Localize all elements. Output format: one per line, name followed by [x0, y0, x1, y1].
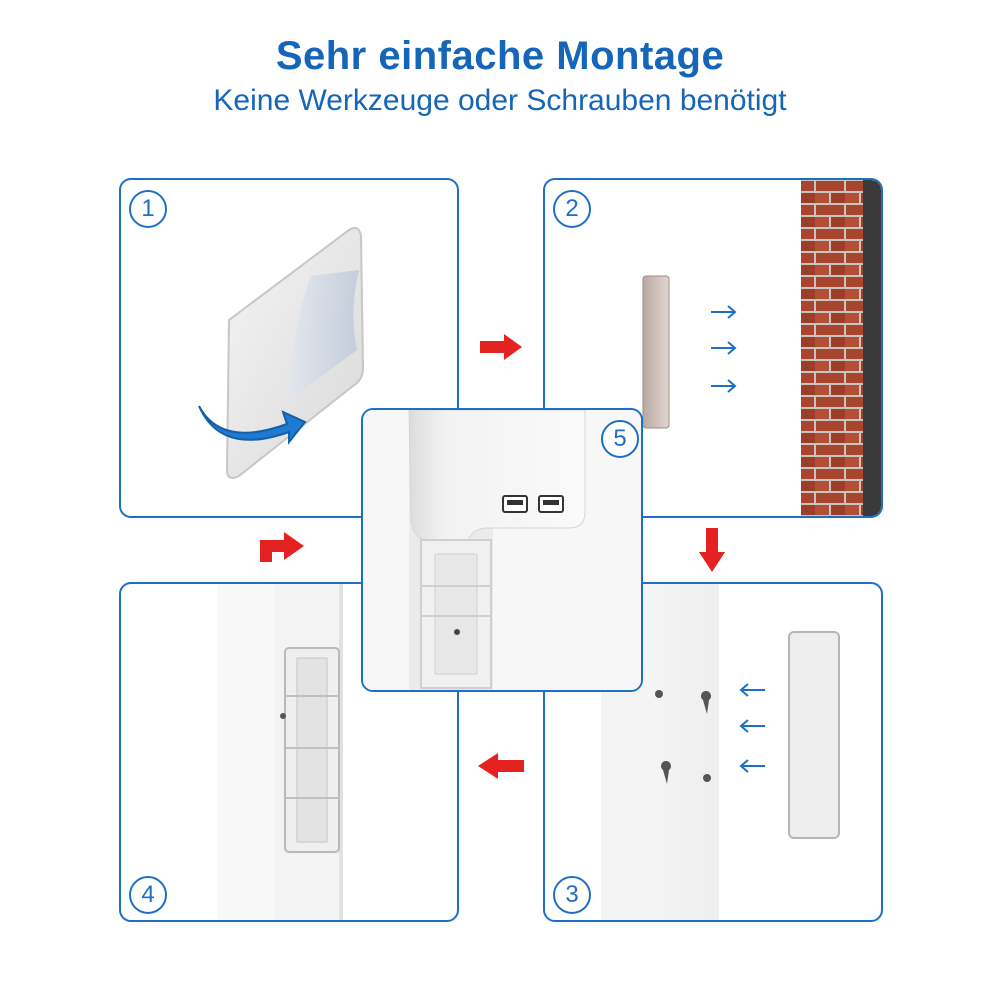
attached-device-illustration: [363, 410, 641, 690]
mounted-bracket-illustration: [217, 584, 343, 920]
step-number-badge: 1: [129, 190, 167, 228]
page-title: Sehr einfache Montage: [275, 34, 725, 78]
step-5-panel: 5: [361, 408, 643, 692]
step-1-panel: 1: [119, 178, 459, 518]
wall-mount-illustration: [642, 180, 881, 516]
arrow-left-icon: [478, 753, 524, 779]
step-number-badge: 4: [129, 876, 167, 914]
adhesive-pad-illustration: [198, 227, 365, 479]
step-number-badge: 3: [553, 876, 591, 914]
arrow-down-icon: [699, 528, 725, 572]
page-subtitle: Keine Werkzeuge oder Schrauben benötigt: [213, 84, 787, 117]
step-number-badge: 5: [601, 420, 639, 458]
step-number-badge: 2: [553, 190, 591, 228]
arrow-right-icon: [480, 334, 522, 360]
arrow-up-right-icon: [260, 532, 304, 562]
